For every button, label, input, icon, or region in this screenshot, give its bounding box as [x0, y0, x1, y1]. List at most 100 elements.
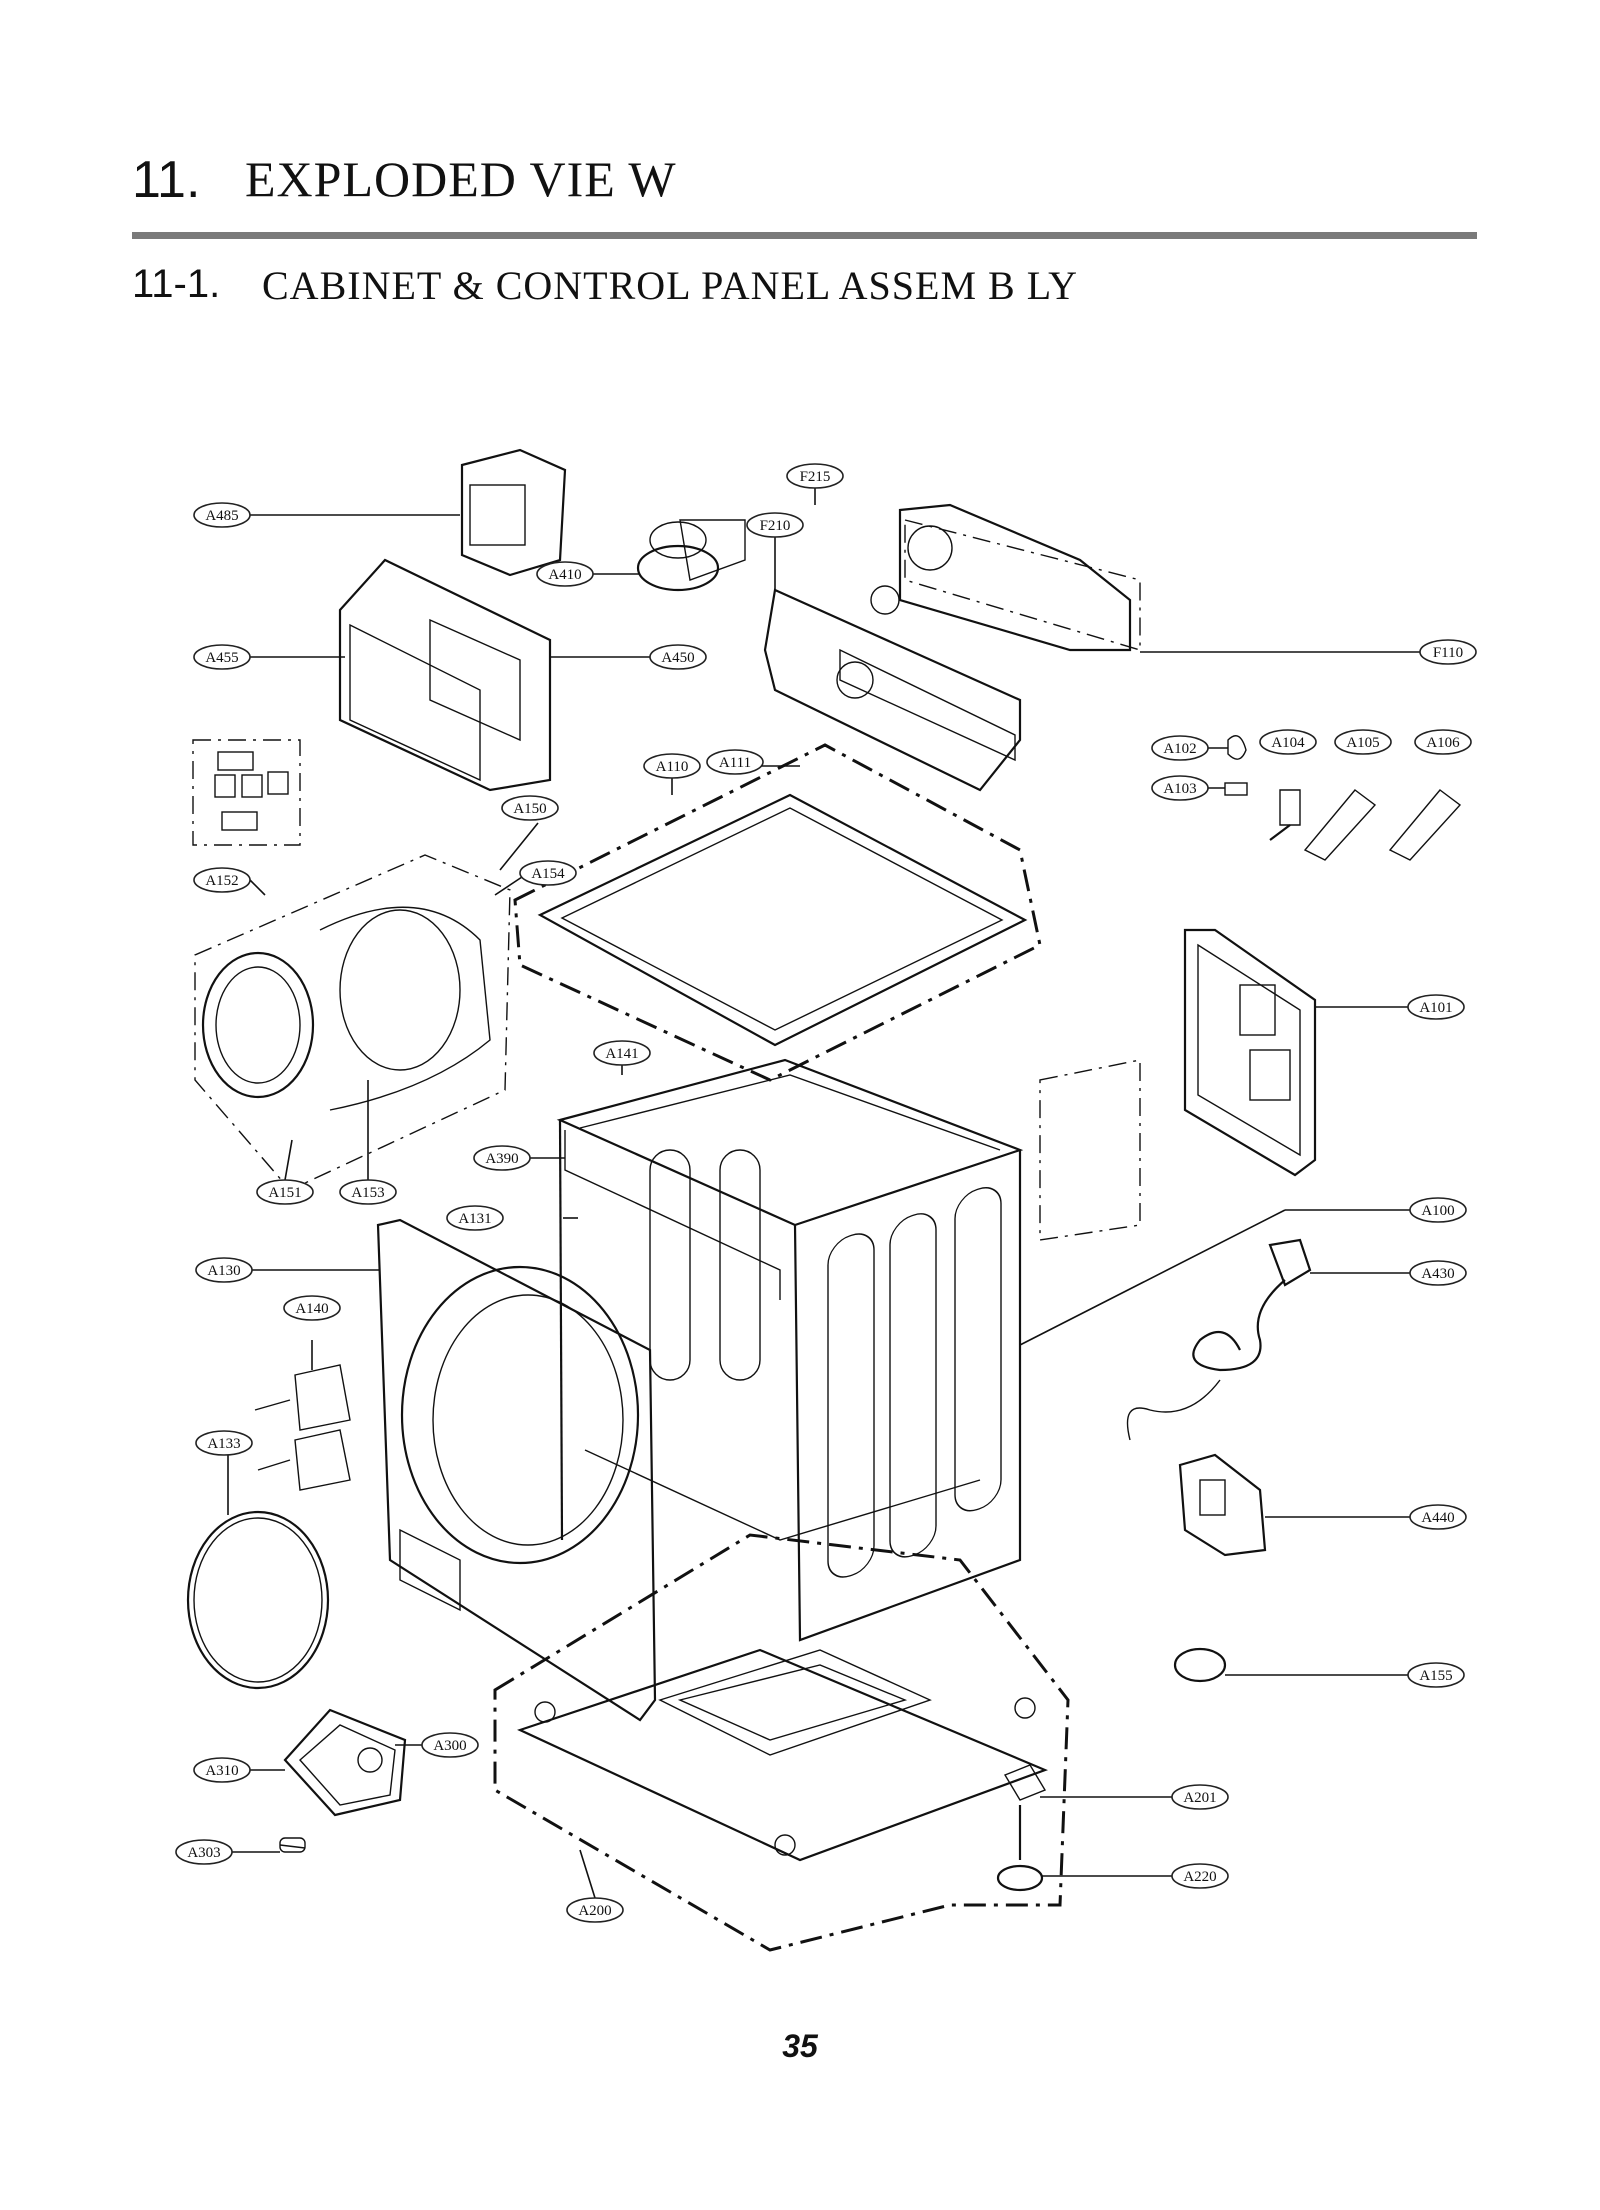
label-A106: A106	[1414, 729, 1472, 755]
subsection-title: CABINET & CONTROL PANEL ASSEM B LY	[262, 263, 1079, 308]
page-number: 35	[782, 2028, 818, 2064]
door-hinges	[254, 1364, 351, 1491]
label-A150: A150	[501, 795, 559, 821]
display-pcb	[460, 448, 567, 577]
label-A105: A105	[1334, 729, 1392, 755]
label-A141: A141	[593, 1040, 651, 1066]
label-A430: A430	[1409, 1260, 1467, 1286]
svg-text:A130: A130	[207, 1263, 240, 1279]
section-number: 11.	[132, 151, 201, 209]
label-A154: A154	[519, 860, 577, 886]
motor-part	[636, 519, 746, 592]
svg-text:A151: A151	[268, 1185, 301, 1201]
section-title: EXPLODED VIE W	[245, 151, 677, 207]
label-A455: A455	[193, 644, 251, 670]
leader-lines	[227, 488, 1420, 1899]
label-A300: A300	[421, 1732, 479, 1758]
svg-text:A104: A104	[1271, 735, 1305, 751]
top-plate	[513, 743, 1042, 1082]
label-A103: A103	[1151, 775, 1209, 801]
svg-text:A105: A105	[1346, 735, 1379, 751]
svg-text:F110: F110	[1433, 645, 1463, 661]
main-pcb-assembly	[338, 558, 552, 792]
svg-text:A450: A450	[661, 650, 694, 666]
label-A155: A155	[1407, 1662, 1465, 1688]
door-assembly	[194, 854, 511, 1191]
subsection-number: 11-1.	[132, 262, 221, 306]
label-A440: A440	[1409, 1504, 1467, 1530]
leg-parts	[996, 1764, 1047, 1892]
back-cover	[1039, 928, 1317, 1241]
svg-text:A430: A430	[1421, 1266, 1454, 1282]
gasket-ring-inner	[193, 1517, 323, 1683]
svg-text:A410: A410	[548, 567, 581, 583]
title-rule	[132, 232, 1477, 239]
svg-text:A155: A155	[1419, 1668, 1452, 1684]
svg-text:A303: A303	[187, 1845, 220, 1861]
label-A220: A220	[1171, 1863, 1229, 1889]
svg-text:A140: A140	[295, 1301, 328, 1317]
label-A200: A200	[566, 1897, 624, 1923]
foot-cap	[1173, 1647, 1227, 1683]
label-A153: A153	[339, 1179, 397, 1205]
label-A130: A130	[195, 1257, 253, 1283]
label-F210: F210	[746, 512, 804, 538]
label-A310: A310	[193, 1757, 251, 1783]
svg-text:A103: A103	[1163, 781, 1196, 797]
label-A102: A102	[1151, 735, 1209, 761]
label-A131: A131	[446, 1205, 504, 1231]
label-A152: A152	[193, 867, 251, 893]
svg-text:A300: A300	[433, 1738, 466, 1754]
label-A390: A390	[473, 1145, 531, 1171]
svg-text:A101: A101	[1419, 1000, 1452, 1016]
label-A110: A110	[643, 753, 701, 779]
label-A104: A104	[1259, 729, 1317, 755]
label-F215: F215	[786, 463, 844, 489]
label-A111: A111	[706, 749, 764, 775]
svg-text:F210: F210	[760, 518, 791, 534]
cabinet-body	[556, 1058, 1024, 1642]
svg-text:A310: A310	[205, 1763, 238, 1779]
svg-text:A200: A200	[578, 1903, 611, 1919]
svg-text:F215: F215	[800, 469, 831, 485]
label-F110: F110	[1419, 639, 1477, 665]
detergent-box	[279, 1708, 407, 1853]
label-A140: A140	[283, 1295, 341, 1321]
label-A303: A303	[175, 1839, 233, 1865]
label-A100: A100	[1409, 1197, 1467, 1223]
control-panel	[763, 503, 1141, 792]
right-small-parts	[1224, 735, 1462, 861]
svg-text:A455: A455	[205, 650, 238, 666]
label-A485: A485	[193, 502, 251, 528]
svg-text:A106: A106	[1426, 735, 1460, 751]
front-panel	[376, 1218, 657, 1722]
svg-text:A141: A141	[605, 1046, 638, 1062]
svg-text:A131: A131	[458, 1211, 491, 1227]
label-A101: A101	[1407, 994, 1465, 1020]
filter-part	[1178, 1453, 1267, 1557]
svg-text:A220: A220	[1183, 1869, 1216, 1885]
power-cord	[1126, 1238, 1312, 1441]
label-A450: A450	[649, 644, 707, 670]
svg-text:A152: A152	[205, 873, 238, 889]
svg-text:A201: A201	[1183, 1790, 1216, 1806]
label-A133: A133	[195, 1430, 253, 1456]
svg-text:A390: A390	[485, 1151, 518, 1167]
svg-text:A110: A110	[656, 759, 689, 775]
svg-text:A485: A485	[205, 508, 238, 524]
label-A410: A410	[536, 561, 594, 587]
svg-text:A133: A133	[207, 1436, 240, 1452]
svg-text:A153: A153	[351, 1185, 384, 1201]
svg-text:A102: A102	[1163, 741, 1196, 757]
svg-text:A150: A150	[513, 801, 546, 817]
label-A201: A201	[1171, 1784, 1229, 1810]
label-A151: A151	[256, 1179, 314, 1205]
svg-text:A154: A154	[531, 866, 565, 882]
base-frame	[493, 1533, 1070, 1952]
svg-text:A111: A111	[719, 755, 751, 771]
gasket-ring	[186, 1510, 330, 1690]
hinge-clip-group	[192, 739, 301, 846]
svg-text:A440: A440	[1421, 1510, 1454, 1526]
svg-text:A100: A100	[1421, 1203, 1454, 1219]
